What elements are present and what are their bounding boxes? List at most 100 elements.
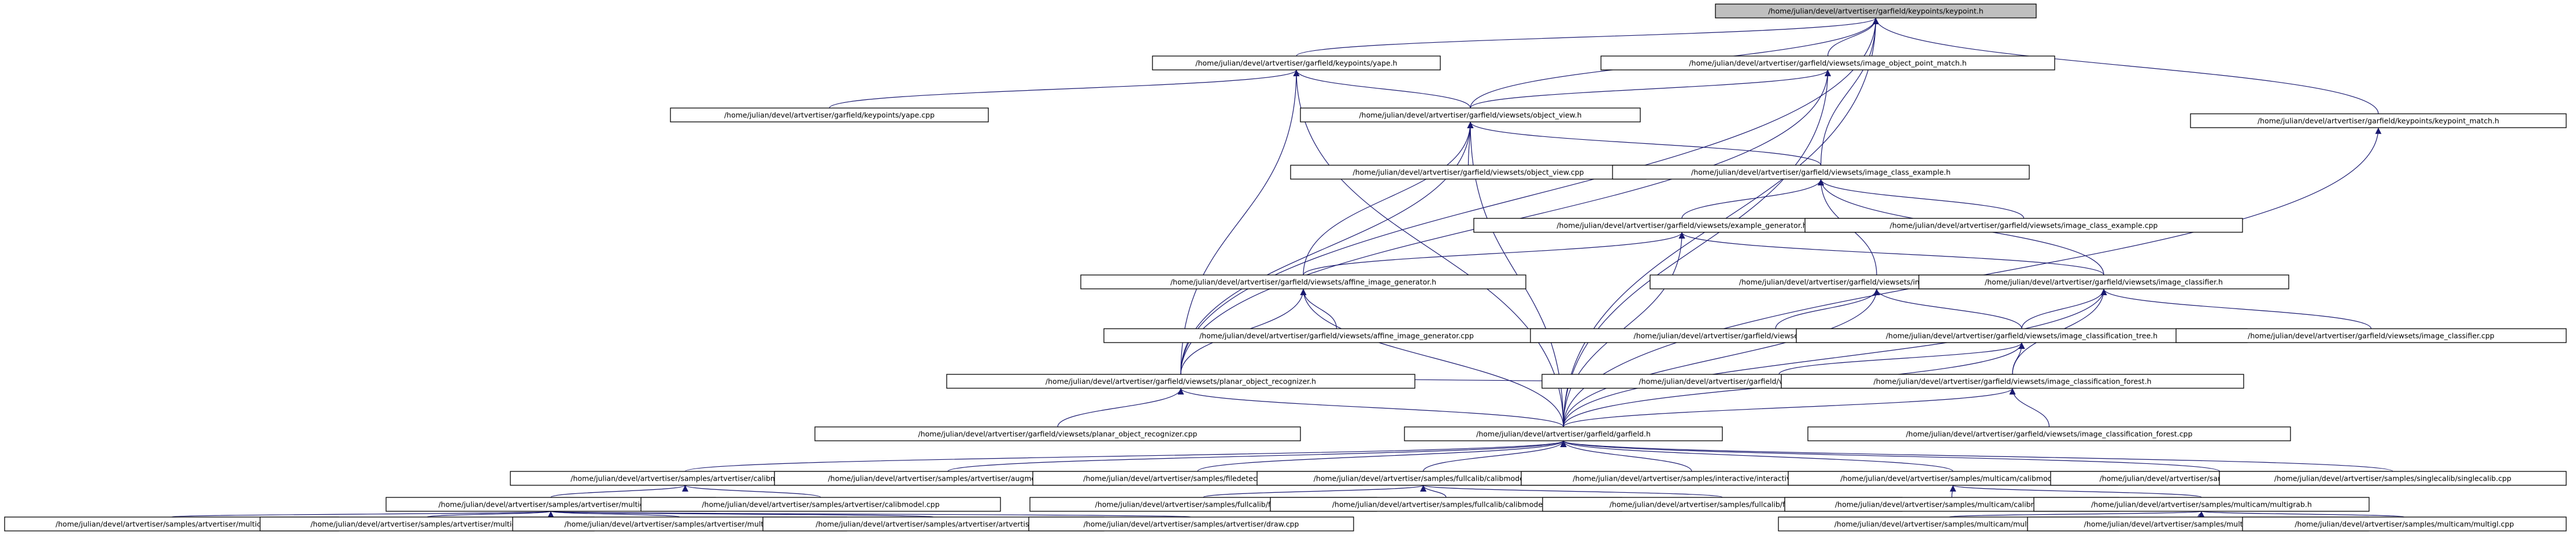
include-edge [1560,440,1954,472]
file-node-box [1600,55,2055,70]
file-node-box [1804,218,2243,233]
edge-layer [171,17,2405,518]
file-node-box [946,374,1415,389]
file-node-label: /home/julian/devel/artvertiser/garfield/… [1874,377,2152,386]
file-node-ice-cpp[interactable]: /home/julian/devel/artvertiser/garfield/… [1804,218,2243,233]
file-node-av-calibmodel-cpp[interactable]: /home/julian/devel/artvertiser/samples/a… [640,497,1001,512]
file-node-label: /home/julian/devel/artvertiser/garfield/… [1199,332,1474,340]
file-node-label: /home/julian/devel/artvertiser/samples/a… [55,520,288,529]
file-node-yape-h[interactable]: /home/julian/devel/artvertiser/garfield/… [1152,55,1441,70]
file-node-por-cpp[interactable]: /home/julian/devel/artvertiser/garfield/… [814,426,1301,441]
include-edge [1563,388,2016,428]
include-edge [1948,511,2204,518]
include-edge [1818,179,2025,219]
file-node-label: /home/julian/devel/artvertiser/garfield/… [1046,377,1316,386]
file-node-label: /home/julian/devel/artvertiser/garfield/… [724,111,935,120]
include-edge [2199,511,2405,518]
file-node-ic-h[interactable]: /home/julian/devel/artvertiser/garfield/… [1918,274,2289,289]
include-edge [829,69,1300,109]
file-node-singlecalib-cpp[interactable]: /home/julian/devel/artvertiser/samples/s… [2219,471,2567,486]
include-edge [2009,388,2050,428]
file-node-box [2190,113,2567,128]
file-node-box [640,497,1001,512]
file-node-box [1807,426,2291,441]
file-node-label: /home/julian/devel/artvertiser/samples/a… [816,520,1051,529]
file-node-av-draw-cpp[interactable]: /home/julian/devel/artvertiser/samples/a… [1028,516,1354,531]
include-edge [1561,440,2393,472]
file-node-box [814,426,1301,441]
include-edge [1177,388,1564,428]
include-edge [1467,121,1822,166]
include-edge [1303,121,1474,276]
include-edge [1563,69,1831,428]
include-edge [427,511,554,518]
file-node-box [670,107,989,122]
file-node-icf-cpp[interactable]: /home/julian/devel/artvertiser/garfield/… [1807,426,2291,441]
file-node-object-view-h[interactable]: /home/julian/devel/artvertiser/garfield/… [1300,107,1641,122]
file-node-label: /home/julian/devel/artvertiser/samples/f… [1332,500,1560,509]
file-node-icf-h[interactable]: /home/julian/devel/artvertiser/garfield/… [1781,374,2244,389]
include-edge [1873,17,2379,114]
file-node-box [1404,426,1723,441]
file-node-box [1080,274,1526,289]
file-node-ict-h[interactable]: /home/julian/devel/artvertiser/garfield/… [1796,328,2248,343]
include-edge [1420,485,1723,498]
file-node-label: /home/julian/devel/artvertiser/samples/a… [828,474,1068,483]
file-node-ic-cpp[interactable]: /home/julian/devel/artvertiser/garfield/… [2175,328,2567,343]
include-edge [1293,69,1471,109]
include-edge [1180,69,1300,375]
file-node-kpm-h[interactable]: /home/julian/devel/artvertiser/garfield/… [2190,113,2567,128]
file-node-label: /home/julian/devel/artvertiser/samples/a… [1084,520,1299,529]
file-node-por-h[interactable]: /home/julian/devel/artvertiser/garfield/… [946,374,1415,389]
file-node-mc-multigrab-h[interactable]: /home/julian/devel/artvertiser/samples/m… [2033,497,2370,512]
file-node-label: /home/julian/devel/artvertiser/garfield/… [2248,332,2495,340]
file-node-keypoint-h[interactable]: /home/julian/devel/artvertiser/garfield/… [1715,3,2037,18]
include-edge [1681,179,1824,219]
include-edge [1296,17,1879,57]
file-node-label: /home/julian/devel/artvertiser/samples/a… [565,520,795,529]
file-node-aig-h[interactable]: /home/julian/devel/artvertiser/garfield/… [1080,274,1526,289]
include-edge [1778,342,2025,375]
include-edge [1560,440,1692,472]
file-node-label: /home/julian/devel/artvertiser/garfield/… [1691,168,1951,177]
file-node-label: /home/julian/devel/artvertiser/garfield/… [1689,59,1966,68]
file-node-label: /home/julian/devel/artvertiser/garfield/… [1768,7,1983,16]
file-node-box [1781,374,2244,389]
include-edge [1197,440,1567,472]
file-node-label: /home/julian/devel/artvertiser/samples/m… [1840,474,2066,483]
file-node-garfield-h[interactable]: /home/julian/devel/artvertiser/garfield/… [1404,426,1723,441]
file-node-box [1612,165,2030,180]
include-edge [684,440,1566,472]
file-node-label: /home/julian/devel/artvertiser/samples/i… [1573,474,1811,483]
file-node-label: /home/julian/devel/artvertiser/samples/a… [439,500,664,509]
file-node-label: /home/julian/devel/artvertiser/samples/a… [702,500,939,509]
file-node-label: /home/julian/devel/artvertiser/garfield/… [1476,430,1651,438]
include-edge [1470,69,1831,109]
include-edge [1057,388,1184,428]
include-edge [548,511,680,518]
file-node-label: /home/julian/devel/artvertiser/garfield/… [2258,117,2499,125]
file-node-label: /home/julian/devel/artvertiser/samples/a… [570,474,800,483]
file-node-box [1796,328,2248,343]
file-node-label: /home/julian/devel/artvertiser/samples/f… [1083,474,1311,483]
file-node-yape-cpp[interactable]: /home/julian/devel/artvertiser/garfield/… [670,107,989,122]
include-edge [1561,440,2221,472]
file-node-label: /home/julian/devel/artvertiser/garfield/… [1906,430,2193,438]
file-node-label: /home/julian/devel/artvertiser/samples/a… [310,520,544,529]
file-node-label: /home/julian/devel/artvertiser/garfield/… [918,430,1198,438]
file-node-label: /home/julian/devel/artvertiser/samples/m… [1834,520,2064,529]
file-node-object-view-cpp[interactable]: /home/julian/devel/artvertiser/garfield/… [1290,165,1647,180]
include-edge [1827,17,1879,57]
file-node-mc-multigl-cpp[interactable]: /home/julian/devel/artvertiser/samples/m… [2242,516,2567,531]
file-node-aig-cpp[interactable]: /home/julian/devel/artvertiser/garfield/… [1103,328,1570,343]
file-node-label: /home/julian/devel/artvertiser/samples/s… [2274,474,2511,483]
file-node-label: /home/julian/devel/artvertiser/garfield/… [1886,332,2158,340]
include-edge [947,440,1566,472]
include-edge [1563,288,1880,428]
include-edge [1422,440,1567,472]
file-node-box [1918,274,2289,289]
include-edge [2021,288,2107,329]
file-node-ice-h[interactable]: /home/julian/devel/artvertiser/garfield/… [1612,165,2030,180]
file-node-iopm-h[interactable]: /home/julian/devel/artvertiser/garfield/… [1600,55,2055,70]
